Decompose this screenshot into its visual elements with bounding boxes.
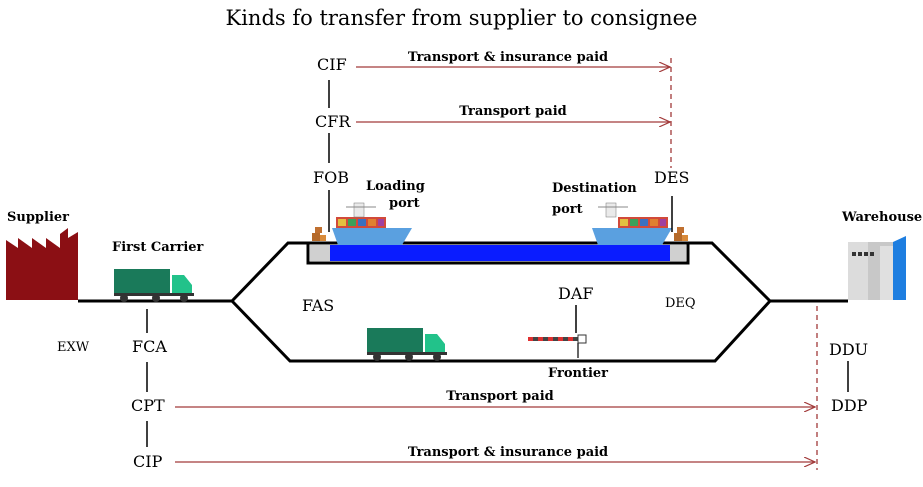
sea-channel xyxy=(306,241,690,265)
loading-port-label-line1: Loading xyxy=(366,179,425,194)
destination-port-label-line2: port xyxy=(552,202,583,217)
term-daf: DAF xyxy=(558,284,594,303)
destination-port-label-line1: Destination xyxy=(552,181,637,196)
term-cip: CIP xyxy=(133,452,163,471)
term-fob: FOB xyxy=(313,168,349,187)
border-barrier-icon xyxy=(528,334,587,358)
term-connectors xyxy=(146,80,849,447)
term-deq: DEQ xyxy=(665,296,696,311)
loading-port-label-line2: port xyxy=(389,196,420,211)
arrow-label-cip: Transport & insurance paid xyxy=(407,445,609,460)
arrow-label-cif: Transport & insurance paid xyxy=(407,50,609,65)
warehouse-icon xyxy=(848,236,906,300)
supplier-label: Supplier xyxy=(7,210,70,225)
delivery-markers xyxy=(670,58,818,470)
warehouse-label: Warehouse xyxy=(842,210,923,225)
term-cfr: CFR xyxy=(315,112,351,131)
term-ddu: DDU xyxy=(829,340,869,359)
term-cpt: CPT xyxy=(131,396,165,415)
term-fas: FAS xyxy=(302,296,335,315)
term-des: DES xyxy=(654,168,690,187)
factory-icon xyxy=(6,228,78,300)
diagram-title: Kinds fo transfer from supplier to consi… xyxy=(225,6,698,30)
term-exw: EXW xyxy=(57,340,90,355)
cargo-ship-icon xyxy=(332,202,412,245)
truck-icon xyxy=(114,269,194,302)
quay-cargo-right xyxy=(674,227,688,241)
first-carrier-label: First Carrier xyxy=(112,240,204,255)
cargo-ship-icon xyxy=(592,202,672,245)
payment-arrows xyxy=(175,67,815,462)
term-cif: CIF xyxy=(317,55,347,74)
arrow-label-cfr: Transport paid xyxy=(459,104,567,119)
term-fca: FCA xyxy=(132,337,167,356)
term-ddp: DDP xyxy=(831,396,868,415)
arrow-label-cpt: Transport paid xyxy=(446,389,554,404)
quay-cargo-left xyxy=(312,227,326,241)
frontier-label: Frontier xyxy=(548,366,609,381)
truck-icon xyxy=(367,328,447,361)
